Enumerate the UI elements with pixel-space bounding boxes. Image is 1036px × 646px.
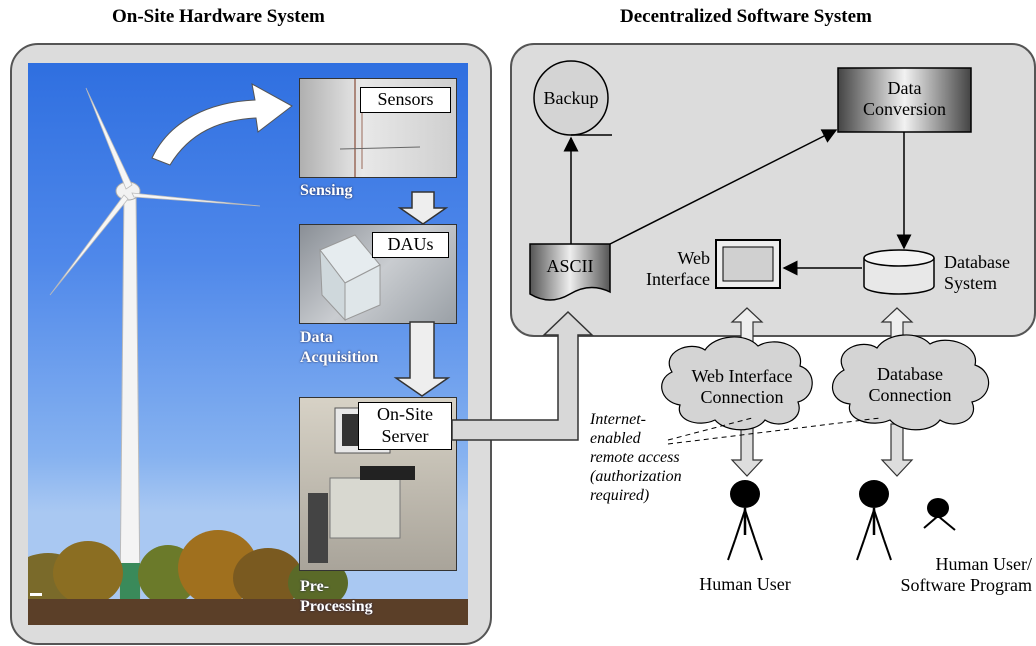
- wind-turbine-illustration: [28, 87, 468, 625]
- remote-access-line1: Internet-: [590, 411, 646, 428]
- db-connection-label: Database Connection: [840, 364, 980, 406]
- database-system-line2: System: [944, 273, 998, 293]
- human-user-software-line1: Human User/: [935, 554, 1032, 574]
- hardware-title: On-Site Hardware System: [112, 6, 325, 27]
- software-title: Decentralized Software System: [620, 6, 872, 27]
- human-user-software-line2: Software Program: [900, 575, 1032, 595]
- on-site-server-line1: On-Site: [377, 404, 433, 424]
- on-site-server-line2: Server: [381, 426, 429, 446]
- remote-access-note: Internet- enabled remote access (authori…: [590, 410, 682, 505]
- remote-access-line3: remote access: [590, 449, 680, 466]
- db-connection-line2: Connection: [868, 385, 952, 405]
- web-connection-label: Web Interface Connection: [672, 366, 812, 408]
- database-system-line1: Database: [944, 252, 1010, 272]
- remote-access-line2: enabled: [590, 430, 641, 447]
- pre-processing-label-2: Processing: [300, 598, 373, 615]
- ascii-to-conversion-arrow: [609, 129, 838, 245]
- web-interface-line2: Interface: [646, 269, 710, 289]
- human-user-label: Human User: [699, 574, 791, 594]
- curved-arrow: [151, 83, 293, 166]
- data-acquisition-label-2: Acquisition: [300, 349, 379, 366]
- web-connection-double-arrow: [730, 307, 764, 477]
- server-to-ascii-pipe: [451, 310, 594, 441]
- web-interface-node: [715, 239, 781, 289]
- remote-access-dashed-line-1: [667, 417, 753, 441]
- backup-node: [533, 60, 612, 136]
- ascii-document-node: [529, 243, 611, 301]
- db-connection-line1: Database: [877, 364, 943, 384]
- arrow-dau-to-server: [393, 321, 451, 397]
- database-system-label: Database System: [944, 252, 1010, 294]
- web-interface-line1: Web: [677, 248, 710, 268]
- data-conversion-line1: Data: [887, 78, 922, 98]
- ascii-label: ASCII: [546, 256, 594, 276]
- software-program-figure: [923, 498, 956, 531]
- on-site-server-label: On-Site Server: [358, 402, 452, 450]
- daus-label: DAUs: [372, 232, 449, 258]
- remote-access-line4: (authorization: [590, 468, 682, 485]
- db-connection-cloud: [832, 334, 990, 431]
- backup-label: Backup: [543, 88, 599, 108]
- sensing-label: Sensing: [300, 182, 353, 199]
- human-user-software-label: Human User/ Software Program: [870, 554, 1032, 596]
- data-conversion-line2: Conversion: [863, 99, 946, 119]
- web-connection-line2: Connection: [700, 387, 784, 407]
- web-connection-line1: Web Interface: [691, 366, 793, 386]
- database-node: [863, 249, 935, 295]
- data-conversion-label: Data Conversion: [838, 78, 971, 120]
- human-user-figure-2: [856, 480, 892, 561]
- dau-hardware-image: [319, 234, 381, 322]
- web-connection-cloud: [661, 336, 813, 431]
- sensors-label: Sensors: [360, 87, 451, 113]
- arrow-sensing-to-dau: [397, 191, 449, 225]
- remote-access-line5: required): [590, 487, 650, 504]
- web-interface-label: Web Interface: [640, 248, 710, 290]
- pre-processing-label-1: Pre-: [300, 578, 330, 595]
- data-acquisition-label-1: Data: [300, 329, 333, 346]
- human-user-figure: [727, 480, 763, 561]
- data-conversion-node: [837, 67, 972, 133]
